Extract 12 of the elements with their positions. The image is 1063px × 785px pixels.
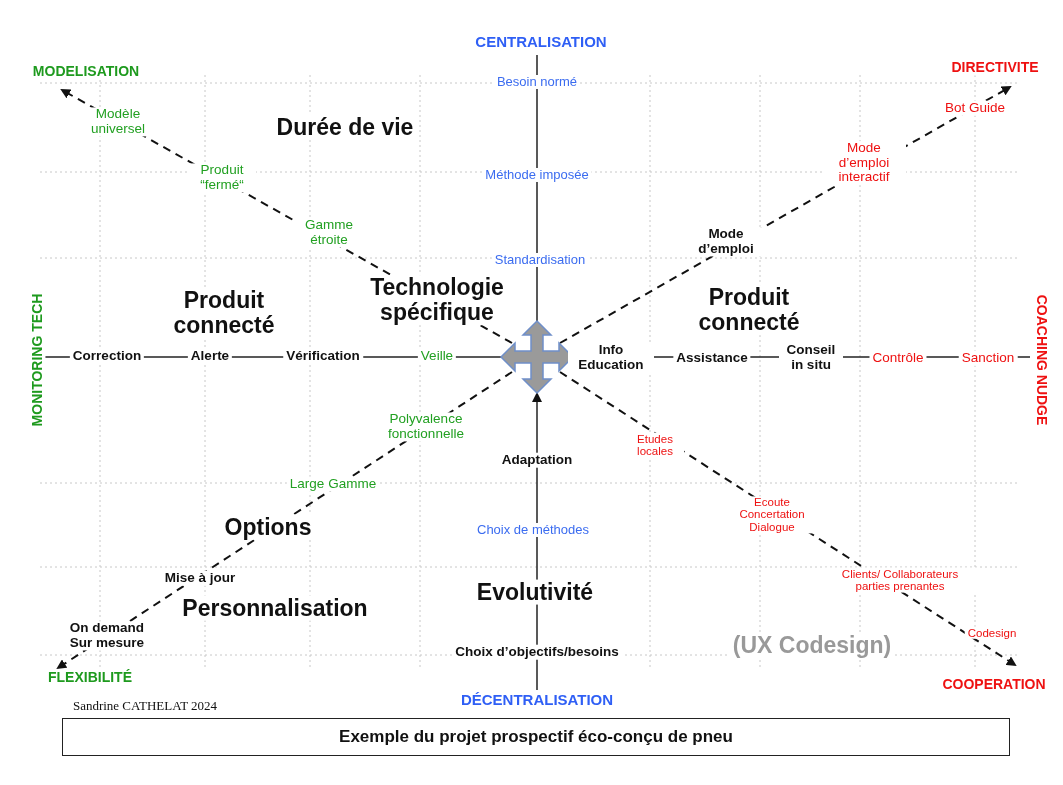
axis-item-label: Méthode imposée — [482, 168, 592, 182]
axis-item-label: Mode d’emploi interactif — [822, 141, 906, 185]
axis-item-label: Choix de méthodes — [474, 523, 592, 537]
axis-item-label: Correction — [69, 348, 145, 364]
axis-item-label: Veille — [417, 348, 457, 364]
axis-item-label: Info Education — [568, 343, 654, 373]
axis-item-label: Vérification — [283, 348, 363, 364]
axis-item-label: Choix d’objectifs/besoins — [452, 644, 622, 660]
axis-item-label: Alerte — [187, 348, 233, 364]
zone-heading: (UX Codesign) — [729, 632, 895, 658]
axis-item-label: Produit “fermé“ — [188, 163, 256, 193]
caption-banner: Exemple du projet prospectif éco-conçu de pneu — [62, 718, 1010, 756]
